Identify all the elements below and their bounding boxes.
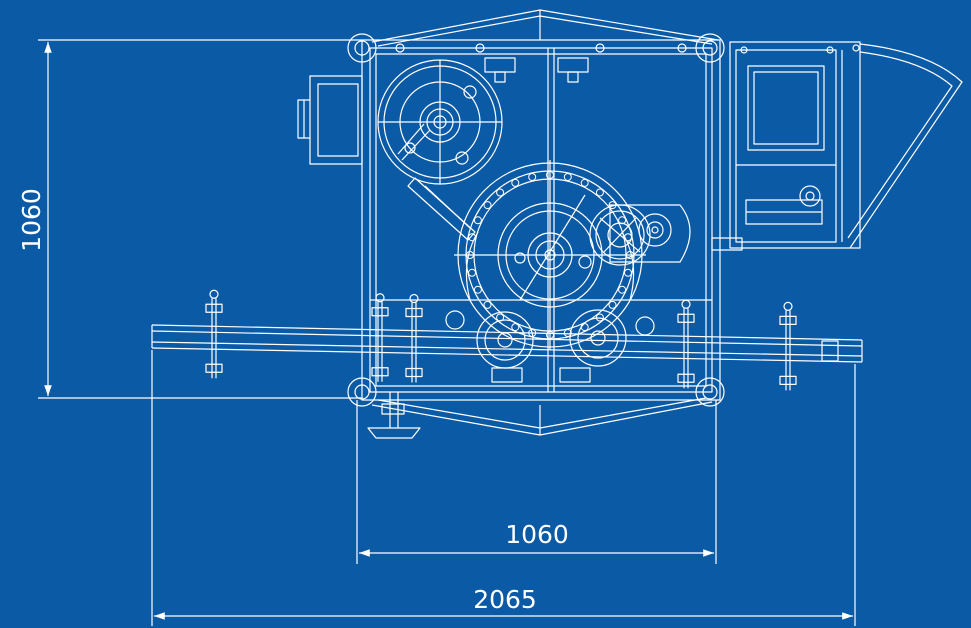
- main-frame: [347, 33, 725, 407]
- overall-length-dimension-label: 2065: [473, 585, 537, 614]
- right-hood: [847, 43, 963, 249]
- label-reel: [377, 59, 503, 185]
- control-cabinet: [711, 41, 861, 251]
- turret-pocket: [468, 268, 476, 277]
- turret-pocket: [473, 285, 482, 294]
- turret-pocket: [618, 216, 627, 225]
- turret-pocket: [496, 188, 505, 197]
- support-foot: [367, 392, 421, 439]
- conveyor: [151, 324, 863, 363]
- turret-pocket: [563, 329, 572, 337]
- drive-assembly: [589, 204, 691, 266]
- turret-pocket: [618, 285, 627, 294]
- guide-rail-posts: [205, 289, 797, 391]
- left-side-box: [297, 75, 363, 165]
- frame-width-dimension: [356, 400, 717, 564]
- turret-pocket: [511, 323, 520, 332]
- overall-length-dimension: [151, 350, 856, 626]
- vertical-dimension-label: 1060: [17, 188, 46, 252]
- guide-rail-post: [205, 289, 223, 379]
- turret-pocket: [546, 171, 554, 179]
- label-arm: [407, 177, 476, 241]
- turret-pocket: [563, 173, 572, 181]
- turret-pocket: [511, 178, 520, 187]
- turret-pocket: [473, 216, 482, 225]
- turret-pocket: [580, 178, 589, 187]
- guide-rail-post: [371, 293, 389, 382]
- turret-pocket: [528, 173, 537, 181]
- turret-pocket: [624, 268, 632, 277]
- guide-rail-post: [677, 299, 695, 389]
- turret-pocket: [608, 300, 617, 309]
- guide-rail-post: [405, 293, 423, 383]
- frame-width-dimension-label: 1060: [505, 520, 569, 549]
- vertical-dimension: [38, 39, 362, 399]
- top-hood: [371, 9, 719, 47]
- turret-pocket: [483, 300, 492, 309]
- lower-rollers: [445, 231, 655, 369]
- bottom-skirt: [371, 397, 713, 436]
- turret-pocket: [483, 201, 492, 210]
- turret-pocket: [546, 331, 554, 339]
- guide-rail-post: [779, 301, 797, 391]
- turret-pocket: [595, 188, 604, 197]
- turret-pocket: [580, 323, 589, 332]
- central-turret: [454, 160, 646, 350]
